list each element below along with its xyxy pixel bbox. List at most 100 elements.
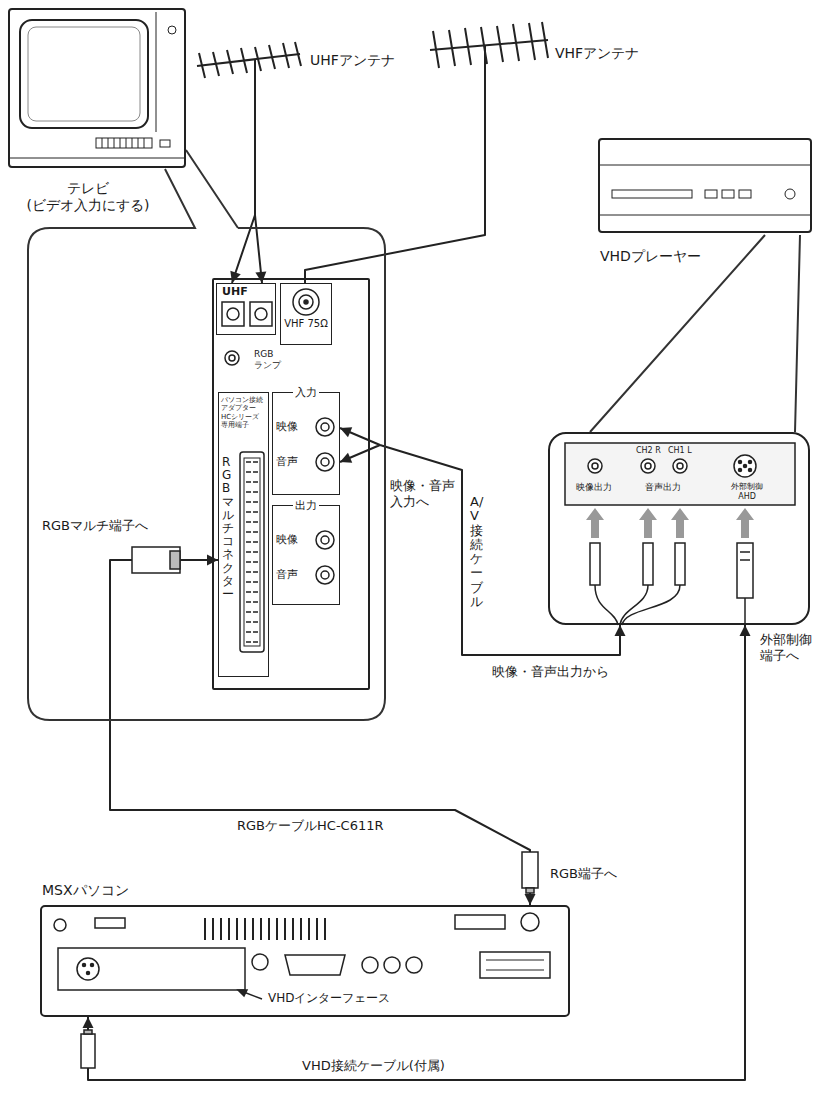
- insert-arrows: [586, 508, 604, 538]
- vhd-rear-panel: [588, 459, 602, 473]
- tv-drawing: [160, 140, 170, 147]
- node-label: テレビ (ビデオ入力にする): [18, 180, 158, 214]
- vhd-player-drawing: [600, 165, 810, 215]
- vhd-rear-panel: [749, 461, 752, 464]
- rgb-end-plug: [522, 852, 538, 888]
- vhd-player-drawing: [612, 190, 692, 198]
- tv-terminal-panel: RGB ランプ UHF VHF 75Ω 入力映像音声パソコン接続アダプター HCシリー…: [212, 278, 370, 690]
- node-label: RGB ランプ: [254, 349, 294, 371]
- av-plugs: [643, 543, 653, 585]
- rgb-multi-connector: パソコン接続アダプター HCシリーズ専用端子RGBマルチコネクター: [218, 392, 269, 677]
- vhd-rear-panel: [677, 463, 683, 469]
- cable-label: VHD接続ケーブル(付属): [300, 1058, 447, 1074]
- callout-label: RGBマルチ端子へ: [40, 518, 150, 534]
- msx-details: [58, 948, 245, 990]
- vhd-rear-panel: [565, 443, 795, 505]
- uhf-antenna-icon: [197, 54, 300, 66]
- node-label: 外部制御 AHD: [722, 482, 772, 501]
- msx-details: [91, 964, 94, 967]
- node-label: 音声出力: [645, 482, 681, 493]
- vhf-antenna-icon: [430, 40, 548, 50]
- msx-details: [238, 990, 247, 996]
- msx-details: [205, 918, 325, 940]
- vhd-player-drawing: [785, 189, 795, 199]
- vhd-rear-panel: [565, 443, 795, 505]
- rgb-multi-plug: [132, 547, 180, 573]
- msx-details: [384, 957, 400, 973]
- uhf-antenna-icon: [254, 59, 256, 90]
- msx-details: [54, 913, 550, 999]
- node-label: 入力: [293, 386, 319, 399]
- node-label: 映像: [276, 533, 298, 546]
- vhd-rear-panel: [645, 463, 651, 469]
- vhd-player: VHDプレーヤー: [598, 138, 812, 233]
- vhd-rear-panel: [739, 461, 742, 464]
- tv-drawing: [96, 138, 152, 148]
- tv-drawing: [28, 27, 140, 121]
- panel-terminals: [227, 308, 239, 320]
- arrow-head: [83, 1017, 94, 1028]
- node-label: 映像: [276, 420, 298, 433]
- panel-terminals: [316, 453, 334, 471]
- av-plugs: [590, 543, 600, 585]
- tv-drawing: [10, 12, 184, 158]
- callout-label: 映像・音声出力から: [490, 664, 611, 680]
- panel-terminals: [293, 289, 319, 315]
- av-plugs: [675, 543, 685, 585]
- node-label: VHDプレーヤー: [600, 248, 701, 265]
- node-label: MSXパソコン: [42, 882, 129, 899]
- vhd-rear-panel: [739, 469, 742, 472]
- panel-terminals: [316, 418, 334, 436]
- arrow-head: [525, 894, 536, 905]
- insert-arrows: [736, 508, 754, 538]
- msx-details: [455, 915, 505, 929]
- arrow-head: [230, 271, 240, 283]
- panel-terminals: [321, 423, 329, 431]
- panel-terminals: [225, 351, 239, 365]
- rgb-pin-block: [246, 462, 258, 642]
- arrow-head: [340, 453, 352, 463]
- panel-terminals: [321, 571, 329, 579]
- panel-terminals: [321, 458, 329, 466]
- av-plugs: [595, 585, 745, 625]
- cable-line: [110, 560, 530, 905]
- arrow-head: [615, 625, 626, 636]
- tv-drawing: [156, 12, 157, 132]
- tv-callout-bubble: [28, 150, 385, 720]
- msx-details: [95, 918, 125, 928]
- vhd-cable-plug: [81, 1034, 95, 1068]
- vhd-player-drawing: [722, 190, 734, 198]
- callout-label: 映像・音声入力へ: [388, 478, 458, 509]
- panel-terminals: [304, 300, 308, 304]
- node-label: VHF 75Ω: [283, 318, 329, 330]
- msx-details: [87, 972, 90, 975]
- msx-details: [252, 954, 268, 970]
- vhf-antenna-icon: [484, 45, 486, 80]
- vhd-callout-tail: [590, 235, 800, 432]
- node-label: UHF: [222, 285, 248, 298]
- vhd-rear-panel: [641, 459, 655, 473]
- uhf-antenna-icon: [199, 42, 301, 78]
- vhd-rear-panel: [673, 459, 687, 473]
- panel-terminals: [255, 308, 267, 320]
- callout-label: VHDインターフェース: [266, 991, 392, 1005]
- msx-details: [83, 964, 86, 967]
- vhd-rear-panel: [749, 469, 752, 472]
- tv-drawing: [10, 158, 184, 159]
- node-label: RGBマルチコネクター: [222, 456, 234, 601]
- input-jacks: 入力映像音声: [272, 392, 340, 495]
- rgb-pin-block: [244, 458, 260, 646]
- node-label: VHFアンテナ: [555, 45, 639, 62]
- rgb-multi-plug: [170, 551, 180, 569]
- vhd-rear-panel: [734, 455, 756, 477]
- vhd-cable-plug: [81, 1030, 95, 1068]
- cable-line: [232, 90, 262, 283]
- uhf-antenna: UHFアンテナ: [190, 30, 405, 90]
- msx-details: [77, 958, 99, 980]
- arrow-head: [740, 625, 751, 636]
- uhf-terminal: UHF: [216, 283, 276, 335]
- vhd-rear-panel-callout: 映像出力CH2 RCH1 L音声出力外部制御 AHD: [548, 432, 810, 625]
- vhf-terminal: VHF 75Ω: [280, 283, 332, 345]
- output-jacks: 出力映像音声: [272, 505, 340, 605]
- insert-arrows: [671, 508, 689, 538]
